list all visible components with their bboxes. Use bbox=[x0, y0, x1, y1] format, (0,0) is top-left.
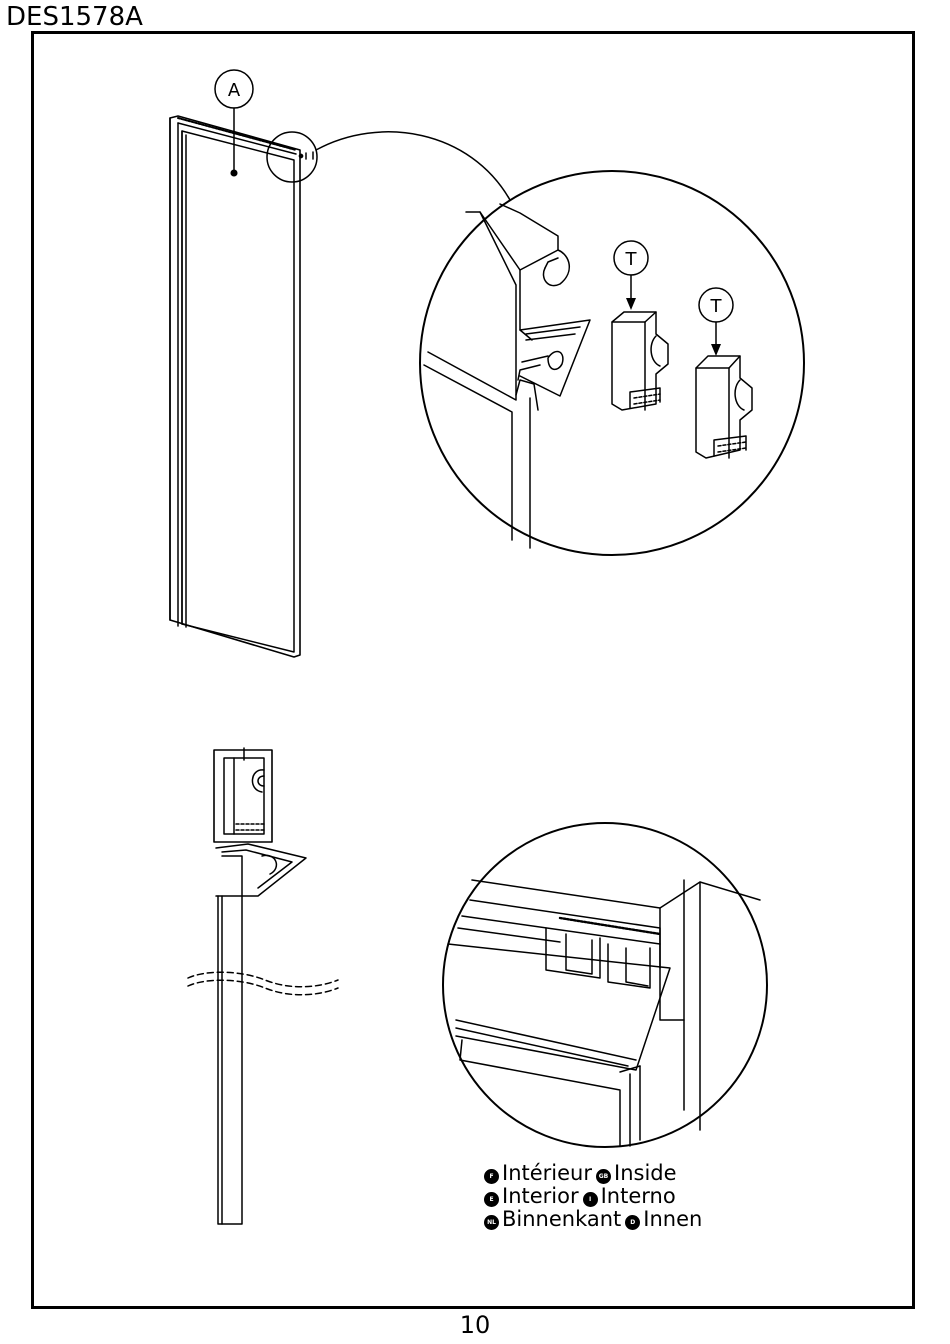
legend-text: Interior bbox=[502, 1184, 579, 1208]
lang-badge: F bbox=[484, 1169, 499, 1184]
legend-text: Interno bbox=[600, 1184, 676, 1208]
lang-badge: D bbox=[625, 1215, 641, 1230]
zoom-indicator bbox=[266, 131, 511, 201]
stopper-t-1 bbox=[611, 311, 669, 411]
callout-t1-label: T bbox=[625, 249, 638, 270]
legend-text: Innen bbox=[643, 1207, 703, 1231]
callout-t1-marker bbox=[613, 240, 649, 310]
callout-t2-label: T bbox=[710, 296, 723, 317]
legend-text: Binnenkant bbox=[502, 1207, 622, 1231]
lang-badge: E bbox=[484, 1192, 499, 1207]
document-code: DES1578A bbox=[6, 2, 143, 32]
page-frame bbox=[31, 31, 915, 1309]
callout-a-label: A bbox=[228, 80, 241, 101]
callout-a-marker bbox=[214, 69, 254, 177]
lang-badge: NL bbox=[484, 1215, 499, 1230]
detail-circle-top bbox=[419, 170, 805, 556]
legend-text: Intérieur bbox=[502, 1161, 592, 1185]
page-number: 10 bbox=[459, 1311, 491, 1339]
detail-circle-bottom bbox=[442, 822, 768, 1148]
callout-t2-marker bbox=[698, 287, 734, 356]
lang-badge: I bbox=[582, 1192, 598, 1207]
legend-text: Inside bbox=[614, 1161, 677, 1185]
lang-badge: GB bbox=[596, 1169, 611, 1184]
glass-panel-a bbox=[169, 115, 314, 658]
stopper-t-2 bbox=[695, 355, 753, 459]
profile-cross-section bbox=[187, 747, 339, 1225]
